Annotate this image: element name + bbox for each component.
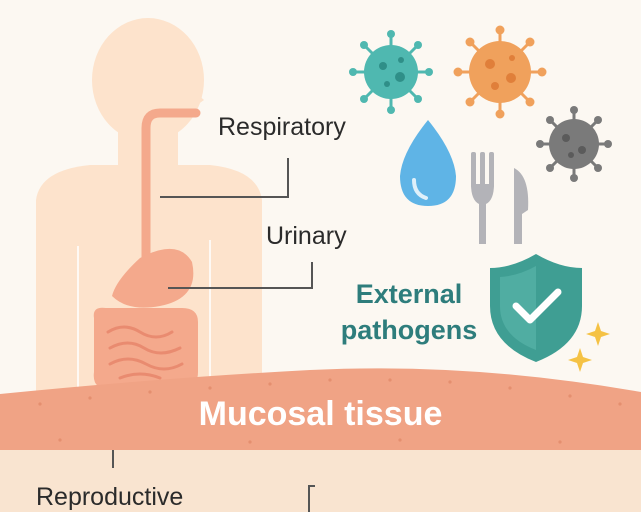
virus-gray-icon <box>536 106 612 182</box>
urinary-label: Urinary <box>266 222 347 250</box>
small-intestine-coils <box>106 325 184 380</box>
respiratory-leader-line <box>160 158 289 198</box>
mucosal-tissue-label: Mucosal tissue <box>198 395 443 433</box>
reproductive-label: Reproductive <box>36 483 184 511</box>
respiratory-label: Respiratory <box>218 113 346 141</box>
fork-knife-icon <box>471 152 529 244</box>
mucosal-tissue-band <box>0 368 641 450</box>
water-drop-icon <box>400 120 456 206</box>
urinary-leader-line <box>168 262 313 289</box>
esophagus-tube <box>141 108 201 267</box>
external-pathogens-line2: pathogens <box>340 315 478 345</box>
bottom-bracket-mark <box>308 485 315 512</box>
mucosal-texture-dots <box>38 378 622 444</box>
shield-check-icon <box>490 254 582 362</box>
external-pathogens-line1: External <box>355 279 463 309</box>
virus-teal-icon <box>349 30 433 114</box>
sparkle-icon <box>568 322 610 372</box>
digestive-tract <box>93 108 201 388</box>
virus-orange-icon <box>453 25 547 119</box>
external-pathogens-label: External pathogens <box>334 276 484 348</box>
stomach <box>112 248 194 308</box>
